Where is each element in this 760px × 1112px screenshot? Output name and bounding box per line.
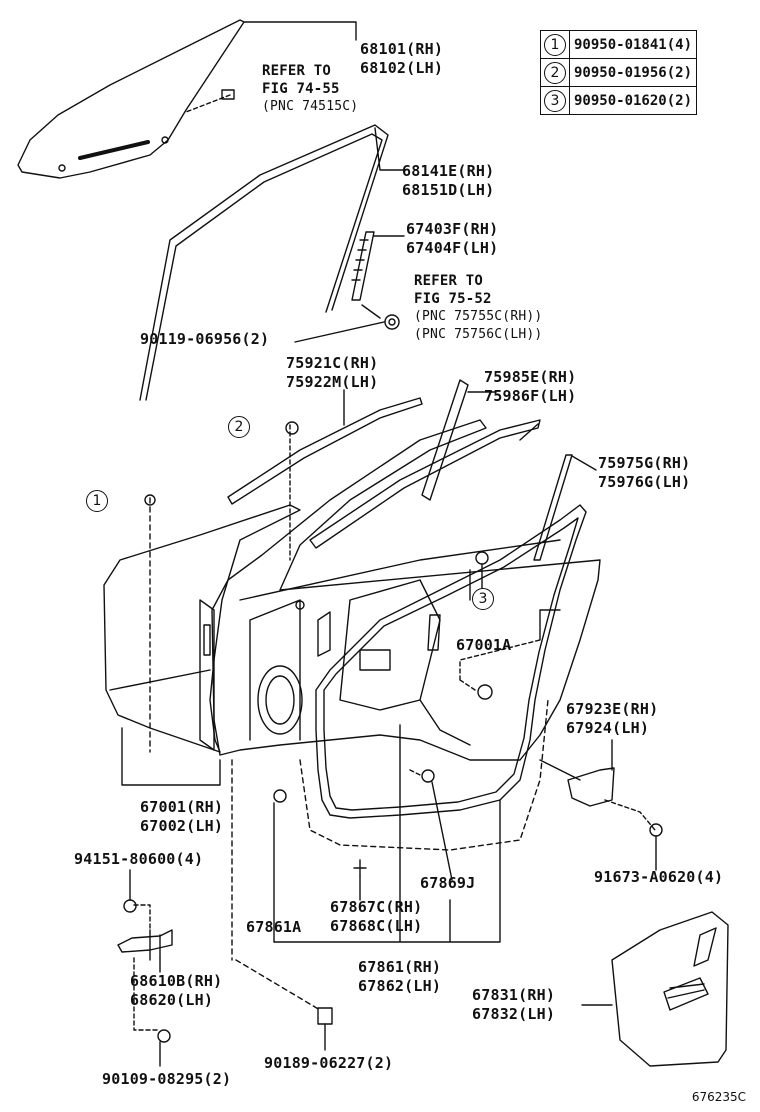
label-belt-moulding: 75985E(RH)75986F(LH) — [484, 368, 577, 405]
legend-row: 3 90950-01620(2) — [540, 86, 698, 115]
legend-row: 2 90950-01956(2) — [540, 58, 698, 87]
legend-part: 90950-01956 — [574, 64, 667, 81]
label-weatherstrip: 75975G(RH)75976G(LH) — [598, 454, 691, 491]
window-molding — [227, 389, 423, 561]
legend-number: 3 — [544, 89, 566, 112]
inner-door-panel — [199, 419, 601, 761]
label-hinge: 68610B(RH)68620(LH) — [130, 972, 223, 1009]
door-hinge — [117, 759, 333, 1067]
legend-part: 90950-01841 — [574, 36, 667, 53]
legend-qty: (2) — [666, 92, 693, 109]
label-door-check: 67923E(RH)67924(LH) — [566, 700, 659, 737]
label-panel-center: 67001A — [456, 636, 512, 654]
belt-moulding — [309, 379, 541, 549]
door-check — [539, 739, 663, 871]
label-bolt-upper: 90119-06956(2) — [140, 330, 270, 348]
label-rear-frame: 67403F(RH)67404F(LH) — [406, 220, 499, 257]
callout-2: 2 — [228, 416, 250, 438]
label-door-glass: 68101(RH)68102(LH) — [360, 40, 444, 77]
rear-frame — [294, 231, 405, 343]
door-glass — [17, 19, 357, 179]
label-door-panel: 67001(RH)67002(LH) — [140, 798, 224, 835]
label-bolt-pin: 90189-06227(2) — [264, 1054, 394, 1072]
label-clip-67861a: 67861A — [246, 918, 302, 936]
legend-qty: (2) — [666, 64, 693, 81]
callout-3: 3 — [472, 588, 494, 610]
service-hole-film — [581, 911, 729, 1067]
rear-weatherstrip — [533, 454, 597, 561]
label-bolt-hinge: 94151-80600(4) — [74, 850, 204, 868]
legend-number: 1 — [544, 33, 566, 56]
label-bolt-lower: 90109-08295(2) — [102, 1070, 232, 1088]
glass-run-channel — [139, 124, 407, 401]
legend-row: 1 90950-01841(4) — [540, 30, 698, 59]
label-bolt-check: 91673-A0620(4) — [594, 868, 724, 886]
callout-1: 1 — [86, 490, 108, 512]
label-window-molding: 75921C(RH)75922M(LH) — [286, 354, 379, 391]
legend-part: 90950-01620 — [574, 92, 667, 109]
legend-table: 1 90950-01841(4) 2 90950-01956(2) 3 9095… — [540, 30, 698, 115]
label-clip-67869j: 67869J — [420, 874, 476, 892]
label-clip-67867c: 67867C(RH)67868C(LH) — [330, 898, 423, 935]
drawing-code: 676235C — [691, 1090, 746, 1104]
label-service-film: 67831(RH)67832(LH) — [472, 986, 556, 1023]
legend-number: 2 — [544, 61, 566, 84]
label-seal: 67861(RH)67862(LH) — [358, 958, 442, 995]
legend-qty: (4) — [666, 36, 693, 53]
label-glass-run: 68141E(RH)68151D(LH) — [402, 162, 495, 199]
clips — [273, 724, 501, 943]
door-weatherstrip — [299, 504, 587, 851]
